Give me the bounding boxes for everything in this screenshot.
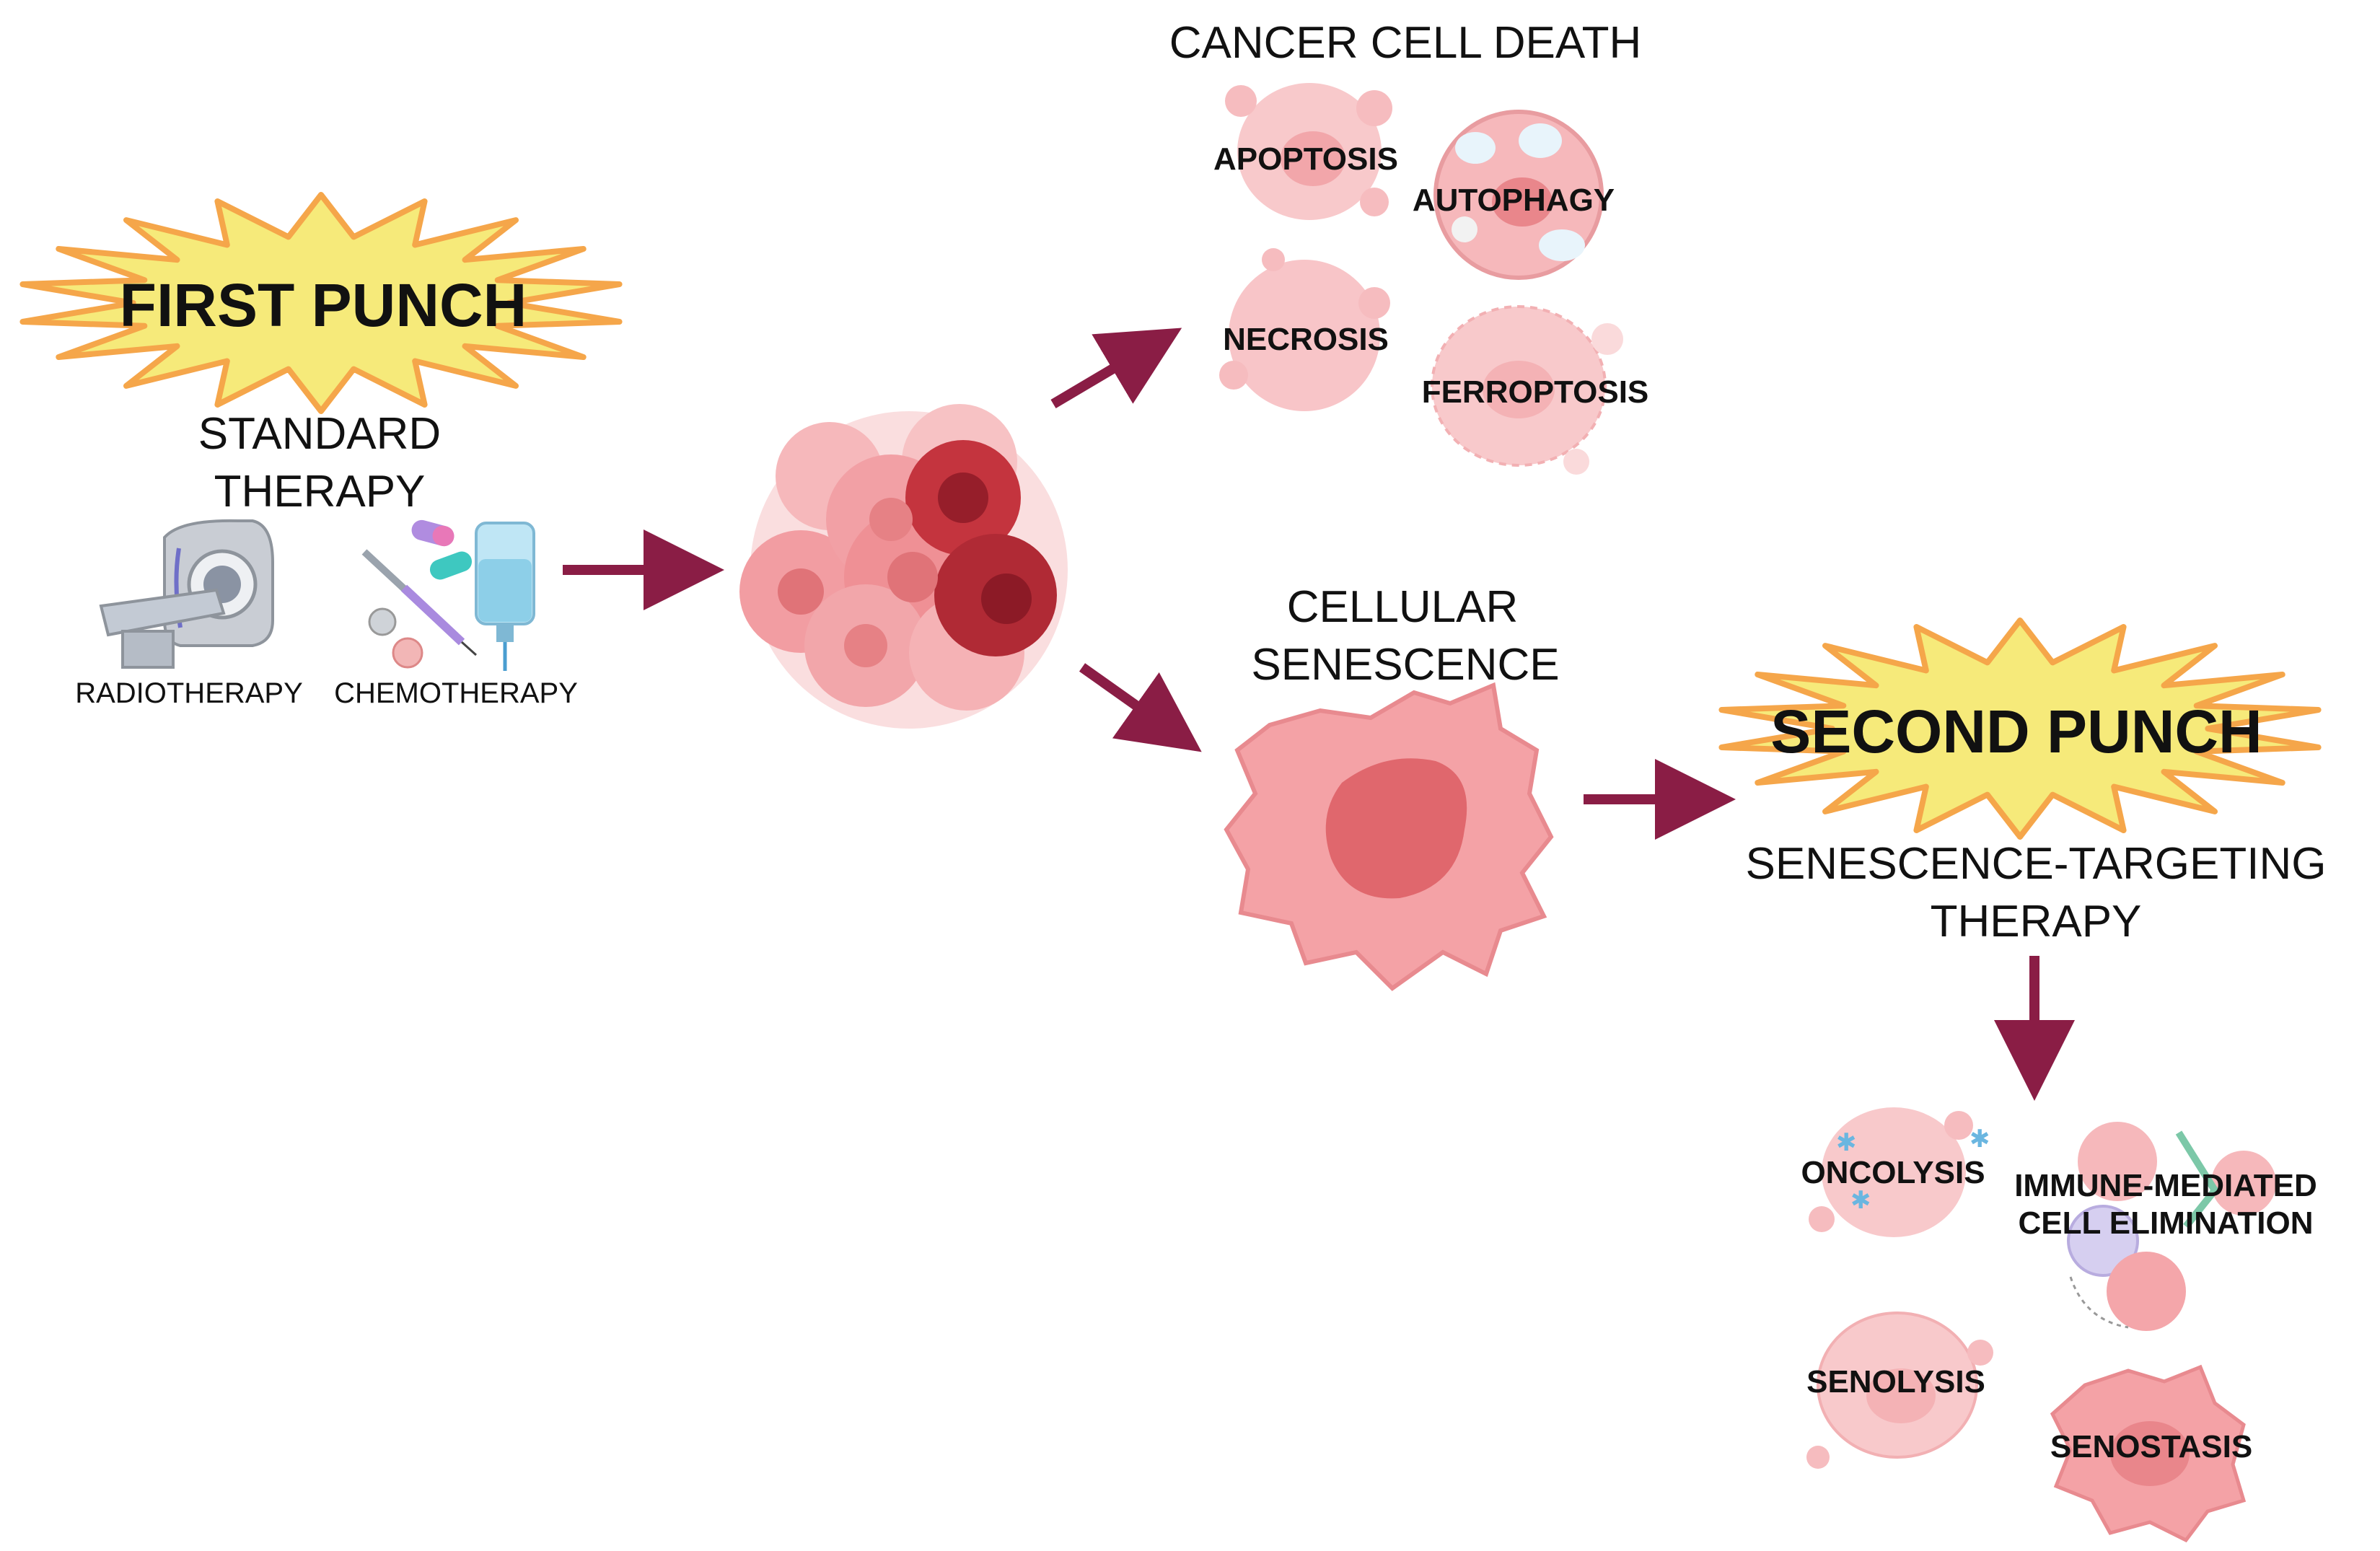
- cellular-senescence-group: CELLULAR SENESCENCE: [1224, 582, 1560, 991]
- cancer-cell-death-title: CANCER CELL DEATH: [1169, 18, 1642, 68]
- first-punch-title: FIRST PUNCH: [120, 271, 527, 339]
- necrosis-label: NECROSIS: [1223, 322, 1389, 357]
- apoptosis-label: APOPTOSIS: [1213, 141, 1398, 177]
- immune-cell-elimination-illustration: [2067, 1122, 2276, 1331]
- radiotherapy-machine-icon: RADIOTHERAPY: [75, 519, 303, 709]
- autophagy-cell: [1433, 110, 1604, 280]
- second-punch-burst: [1718, 618, 2322, 840]
- radiotherapy-label: RADIOTHERAPY: [75, 677, 303, 709]
- oncolysis-label: ONCOLYSIS: [1801, 1155, 1985, 1190]
- chemotherapy-label: CHEMOTHERAPY: [334, 677, 578, 709]
- svg-text:✱: ✱: [1836, 1128, 1857, 1157]
- arrow-to-cell-death: [1050, 328, 1182, 409]
- svg-text:✱: ✱: [1850, 1186, 1871, 1215]
- outcomes-group: ✱ ✱ ✱ ONCOLYSIS IMMUNE-MEDIATED CELL ELI…: [1801, 1107, 2317, 1543]
- standard-therapy-line2: THERAPY: [214, 467, 426, 517]
- tumor-cell-cluster: [739, 404, 1068, 729]
- senostasis-cell: [2050, 1364, 2247, 1543]
- senolysis-cell: [1806, 1311, 1993, 1469]
- chemotherapy-icon: CHEMOTHERAPY: [334, 519, 578, 709]
- necrosis-cell: [1219, 248, 1390, 411]
- second-punch-group: SECOND PUNCH SENESCENCE-TARGETING THERAP…: [1718, 618, 2327, 946]
- immune-mediated-label-line1: IMMUNE-MEDIATED: [2014, 1168, 2317, 1203]
- svg-text:✱: ✱: [1970, 1125, 1990, 1154]
- senescence-targeting-line2: THERAPY: [1931, 897, 2142, 946]
- immune-mediated-label-line2: CELL ELIMINATION: [2018, 1205, 2313, 1241]
- arrows: [563, 328, 2075, 1101]
- senescence-title-line1: CELLULAR: [1287, 582, 1518, 632]
- oncolysis-cell: ✱ ✱ ✱: [1809, 1107, 1990, 1237]
- first-punch-group: FIRST PUNCH STANDARD THERAPY: [19, 192, 623, 517]
- senescent-cell-nucleus: [1325, 758, 1467, 899]
- apoptosis-cell: [1225, 83, 1392, 220]
- senescence-targeting-line1: SENESCENCE-TARGETING: [1746, 839, 2327, 889]
- ferroptosis-label: FERROPTOSIS: [1422, 374, 1649, 410]
- arrow-to-senescence: [1079, 663, 1202, 752]
- autophagy-label: AUTOPHAGY: [1413, 183, 1615, 218]
- standard-therapy-line1: STANDARD: [198, 409, 441, 459]
- senostasis-label: SENOSTASIS: [2050, 1429, 2252, 1464]
- ferroptosis-cell: [1431, 305, 1623, 475]
- senescence-title-line2: SENESCENCE: [1251, 640, 1559, 690]
- second-punch-title: SECOND PUNCH: [1770, 698, 2262, 765]
- senolysis-label: SENOLYSIS: [1806, 1364, 1985, 1400]
- cancer-cell-death-group: CANCER CELL DEATH APOPTOSIS AUTOPHAGY NE…: [1169, 18, 1649, 475]
- first-punch-burst: [19, 192, 623, 414]
